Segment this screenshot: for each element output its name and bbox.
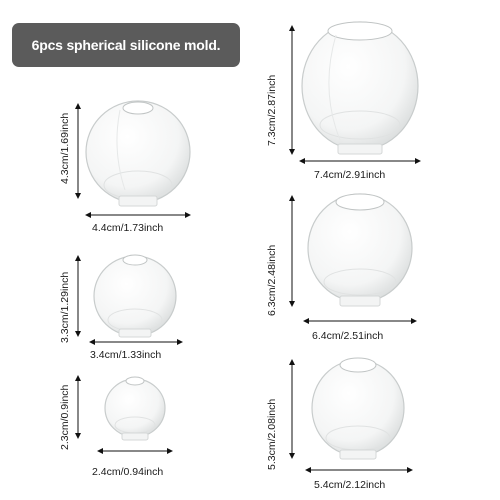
width-label-large-1: 7.4cm/2.91inch [314,169,386,181]
width-label-small-3: 2.4cm/0.94inch [92,466,164,478]
mold-sphere-large-3 [311,357,405,460]
height-label-large-3: 5.3cm/2.08inch [266,398,278,470]
height-label-small-2: 3.3cm/1.29inch [59,271,71,343]
height-label-large-2: 6.3cm/2.48inch [266,244,278,316]
title-badge: 6pcs spherical silicone mold. [12,23,240,67]
width-label-large-3: 5.4cm/2.12inch [314,479,386,491]
mold-sphere-small-1 [85,100,191,207]
width-label-small-2: 3.4cm/1.33inch [90,349,162,361]
height-label-small-1: 4.3cm/1.69inch [59,112,71,184]
mold-sphere-small-2 [93,254,177,338]
mold-sphere-large-2 [307,193,413,307]
height-label-large-1: 7.3cm/2.87inch [266,74,278,146]
height-label-small-3: 2.3cm/0.9inch [59,384,71,450]
title-text: 6pcs spherical silicone mold. [31,37,221,53]
mold-sphere-small-3 [104,376,166,441]
mold-sphere-large-1 [301,21,419,155]
width-label-large-2: 6.4cm/2.51inch [312,330,384,342]
width-label-small-1: 4.4cm/1.73inch [92,222,164,234]
